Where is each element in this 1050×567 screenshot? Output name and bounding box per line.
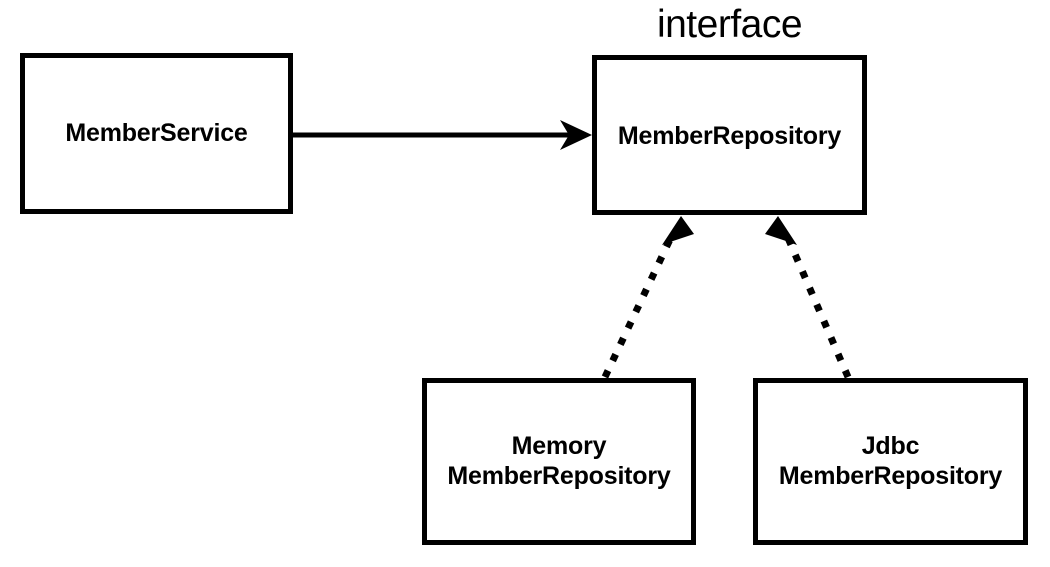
edge-memory-implements-line bbox=[601, 229, 678, 379]
interface-box-member-repository[interactable]: MemberRepository bbox=[592, 55, 867, 215]
edge-memory-implements-arrowhead-icon bbox=[662, 216, 694, 245]
edge-jdbc-implements-arrowhead-icon bbox=[765, 216, 797, 245]
edge-uses bbox=[293, 120, 592, 150]
class-box-memory-member-repository[interactable]: Memory MemberRepository bbox=[422, 378, 696, 545]
class-box-jdbc-member-repository-label: Jdbc MemberRepository bbox=[778, 432, 1003, 490]
edge-jdbc-implements-line bbox=[781, 229, 852, 379]
edge-memory-implements bbox=[601, 216, 694, 379]
edge-jdbc-implements bbox=[765, 216, 852, 379]
class-box-member-service-label: MemberService bbox=[65, 118, 248, 147]
interface-stereotype-label: interface bbox=[656, 3, 803, 46]
interface-box-member-repository-label: MemberRepository bbox=[617, 122, 842, 151]
class-box-memory-member-repository-label: Memory MemberRepository bbox=[447, 432, 671, 490]
edge-uses-arrowhead-icon bbox=[560, 120, 592, 150]
class-box-member-service[interactable]: MemberService bbox=[20, 53, 293, 214]
class-box-jdbc-member-repository[interactable]: Jdbc MemberRepository bbox=[753, 378, 1028, 545]
